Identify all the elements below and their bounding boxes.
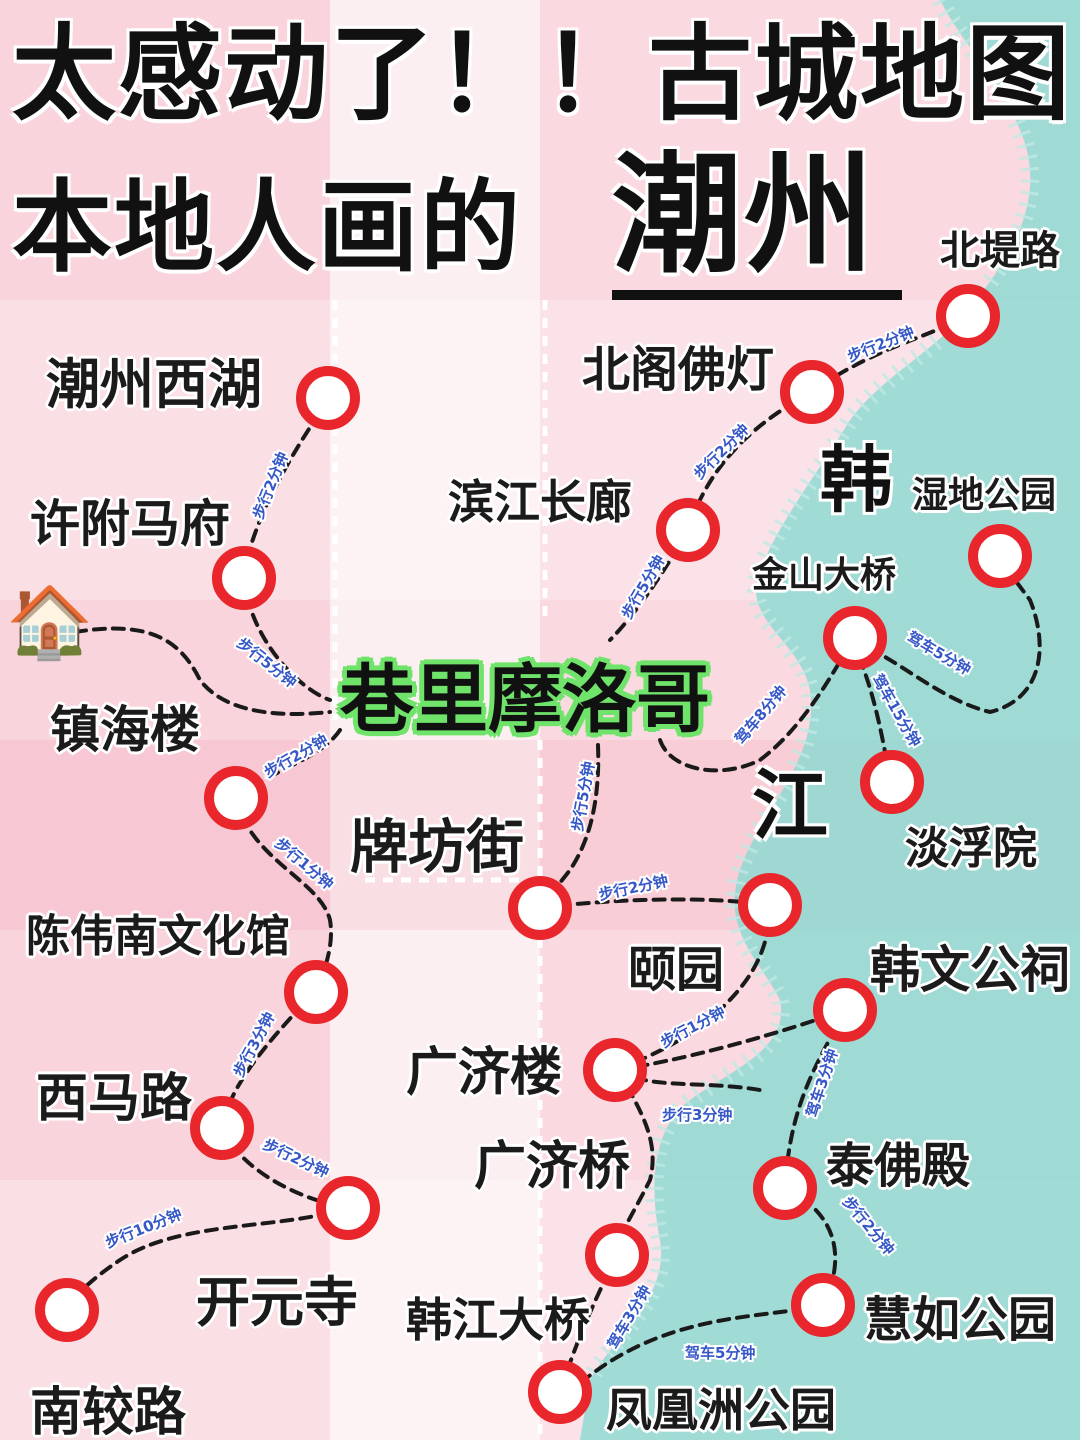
river-char-jiang: 江 [752,761,828,850]
place-label-kaiyuan-temple: 开元寺 [196,1271,358,1334]
marker-tai-buddha-hall [753,1156,817,1220]
marker-wetland-park [968,524,1032,588]
place-label-beiti-road: 北堤路 [940,228,1060,274]
marker-guangji-tower [583,1038,647,1102]
place-label-beige-fodeng: 北阁佛灯 [582,342,775,398]
place-label-fenghuangzhou-park: 凤凰洲公园 [606,1383,836,1437]
marker-binjiang-gallery [656,498,720,562]
place-label-huiru-park: 慧如公园 [864,1292,1057,1348]
marker-xufuma-mansion [212,546,276,610]
place-label-hanjiang-bridge: 韩江大桥 [406,1293,590,1347]
place-label-zhenhai-tower: 镇海楼 [50,701,200,759]
headline-underline [612,290,902,300]
center-label-morocco-alley: 巷里摩洛哥 [340,657,710,743]
place-markers [35,284,1032,1424]
route-label: 步行3分钟 [662,1106,732,1124]
home-icon: 🏠 [6,581,94,663]
place-label-guangji-tower: 广济楼 [406,1043,563,1103]
route-label: 步行10分钟 [103,1205,185,1252]
place-label-wetland-park: 湿地公园 [912,475,1057,516]
route-label: 步行1分钟 [657,1003,728,1052]
place-label-hanwengong-temple: 韩文公祠 [870,941,1070,999]
headline-line-2: 本地人画的 [12,169,522,286]
marker-danfu-yuan [860,750,924,814]
marker-kaiyuan-temple [316,1176,380,1240]
route-label: 步行2分钟 [690,420,753,483]
marker-huiru-park [791,1273,855,1337]
route-label: 步行5分钟 [618,552,669,622]
headline-city: 潮州 [612,139,877,291]
marker-chenweinan-hall [204,766,268,830]
place-label-west-lake: 潮州西湖 [46,353,262,416]
route-label: 驾车8分钟 [731,682,790,748]
marker-fenghuangzhou-park [528,1360,592,1424]
route-label: 步行2分钟 [260,1135,331,1181]
place-label-binjiang-gallery: 滨江长廊 [448,475,632,529]
marker-west-lake [296,366,360,430]
place-label-guangji-bridge: 广济桥 [474,1137,631,1197]
headline-line-1: 太感动了！！古城地图 [12,13,1073,135]
han-river [580,0,1080,1440]
route-label: 步行5分钟 [568,760,598,832]
place-label-nanjiao-road: 南较路 [30,1383,187,1440]
marker-yi-yuan-2 [738,873,802,937]
marker-xima-road [284,960,348,1024]
route-label: 驾车5分钟 [685,1344,755,1362]
place-label-paifang-street: 牌坊街 [350,813,525,881]
place-label-tai-buddha-hall: 泰佛殿 [826,1138,971,1194]
route-label: 步行2分钟 [249,449,292,521]
marker-beiti-road [936,284,1000,348]
place-label-jinshan-bridge: 金山大桥 [752,555,897,596]
route-label: 步行3分钟 [230,1009,279,1080]
marker-hanwengong-temple [813,978,877,1042]
route-label: 步行2分钟 [261,731,331,782]
place-label-xufuma-mansion: 许附马府 [30,495,230,553]
marker-nanjiao-road [35,1278,99,1342]
river-char-han: 韩 [820,438,893,522]
marker-kaiyuan-temple-near [190,1096,254,1160]
marker-jinshan-bridge [823,606,887,670]
place-label-chenweinan-hall: 陈伟南文化馆 [26,911,290,962]
marker-hanjiang-bridge [585,1223,649,1287]
place-label-danfu-yuan: 淡浮院 [905,823,1037,874]
marker-yi-yuan [508,876,572,940]
place-label-xima-road: 西马路 [36,1069,193,1129]
place-label-yi-yuan: 颐园 [628,942,725,998]
street-lines [332,300,548,1440]
marker-beige-fodeng [780,360,844,424]
